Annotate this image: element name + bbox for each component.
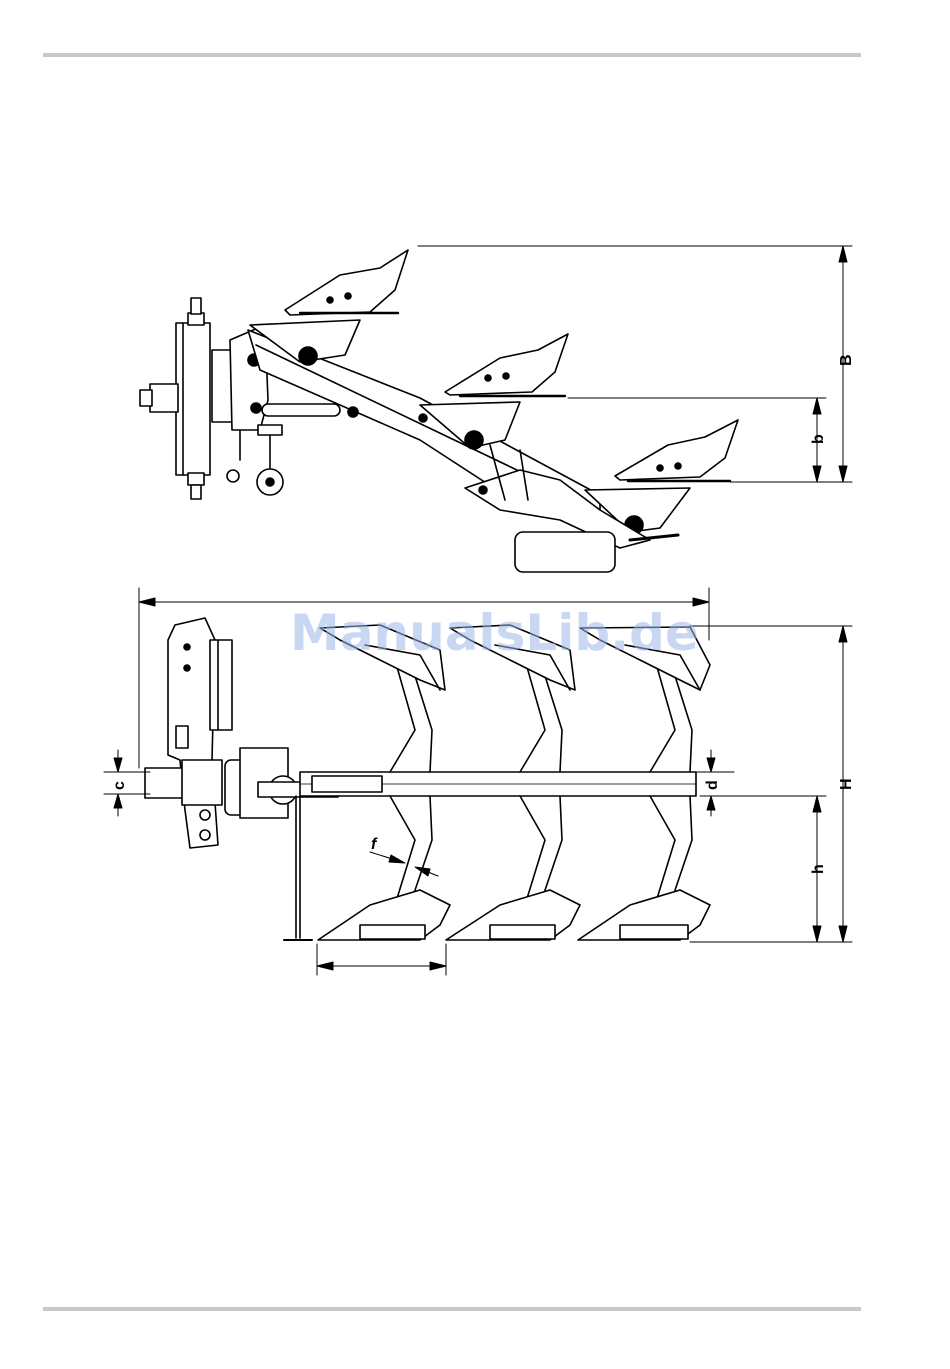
dim-label-d: d [704, 780, 721, 790]
side-view [140, 250, 738, 572]
watermark: ManualsLib.de [290, 604, 699, 662]
dim-label-b: b [810, 434, 827, 444]
dim-label-H: H [838, 778, 855, 790]
dim-label-f: f [371, 836, 378, 853]
dim-label-h: h [810, 864, 827, 874]
top-view [145, 618, 710, 940]
dim-label-B: B [838, 354, 855, 366]
lower-bodies [318, 796, 710, 940]
dim-label-c: c [111, 781, 128, 790]
